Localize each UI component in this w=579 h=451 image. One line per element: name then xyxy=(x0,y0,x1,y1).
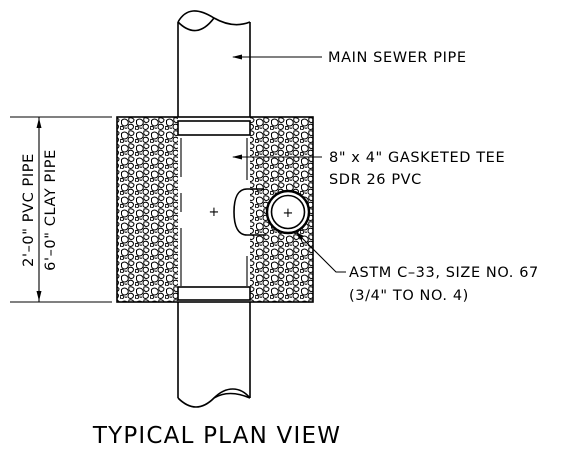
label-tee-line2: SDR 26 PVC xyxy=(329,172,422,188)
dimension-line xyxy=(10,116,112,303)
gasketed-tee: + xyxy=(233,188,311,236)
svg-text:+: + xyxy=(209,205,220,220)
dimension-clay-pipe: 6'–0" CLAY PIPE xyxy=(43,149,59,271)
label-main-sewer-pipe: MAIN SEWER PIPE xyxy=(328,50,467,66)
label-astm-line2: (3/4" TO NO. 4) xyxy=(349,288,469,304)
label-tee-line1: 8" x 4" GASKETED TEE xyxy=(329,150,505,166)
svg-text:+: + xyxy=(283,206,294,221)
main-sewer-pipe: + xyxy=(177,10,251,408)
dimension-pvc-pipe: 2'–0" PVC PIPE xyxy=(21,153,37,267)
leader-tee xyxy=(232,154,322,160)
leader-main-pipe xyxy=(232,54,322,60)
leader-aggregate xyxy=(296,232,346,273)
label-astm-line1: ASTM C–33, SIZE NO. 67 xyxy=(349,265,539,281)
drawing-title: TYPICAL PLAN VIEW xyxy=(92,423,341,449)
